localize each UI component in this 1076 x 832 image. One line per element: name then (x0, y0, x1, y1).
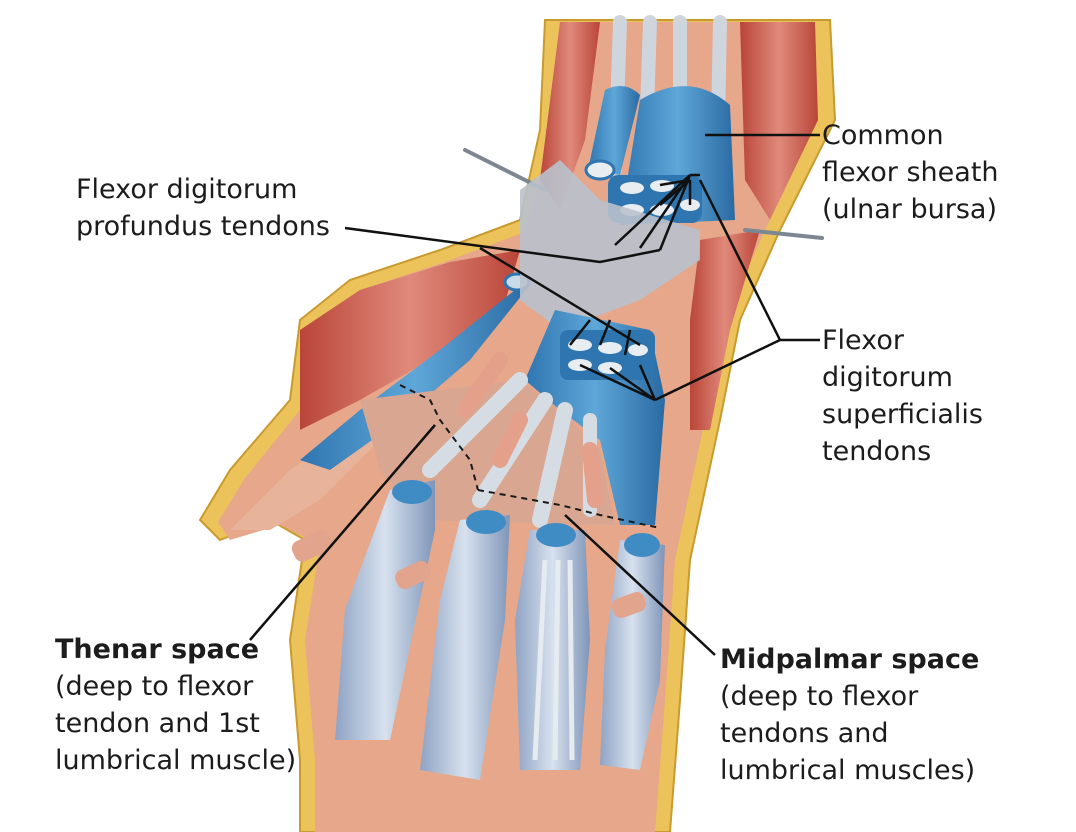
label-flexor-digitorum-profundus: Flexor digitorum profundus tendons (76, 174, 330, 242)
cut-stumps (291, 530, 647, 618)
thenar-space-title: Thenar space (55, 634, 260, 665)
label-thenar-space: Thenar space (deep to flexor tendon and … (55, 631, 296, 779)
label-midpalmar-space: Midpalmar space (deep to flexor tendons … (720, 641, 979, 789)
middle-finger-tendons (532, 559, 575, 761)
midpalmar-space-title: Midpalmar space (720, 644, 980, 675)
median-nerve-tube (584, 86, 640, 181)
label-flexor-digitorum-superficialis: Flexor digitorum superficialis tendons (822, 325, 983, 467)
flexor-retinaculum (520, 160, 700, 330)
space-boundaries (399, 384, 661, 529)
label-common-flexor-sheath: Common flexor sheath (ulnar bursa) (822, 120, 999, 225)
leader-lines (249, 133, 820, 656)
forearm-muscles (540, 22, 818, 430)
lumbrical-muscles (457, 352, 603, 508)
